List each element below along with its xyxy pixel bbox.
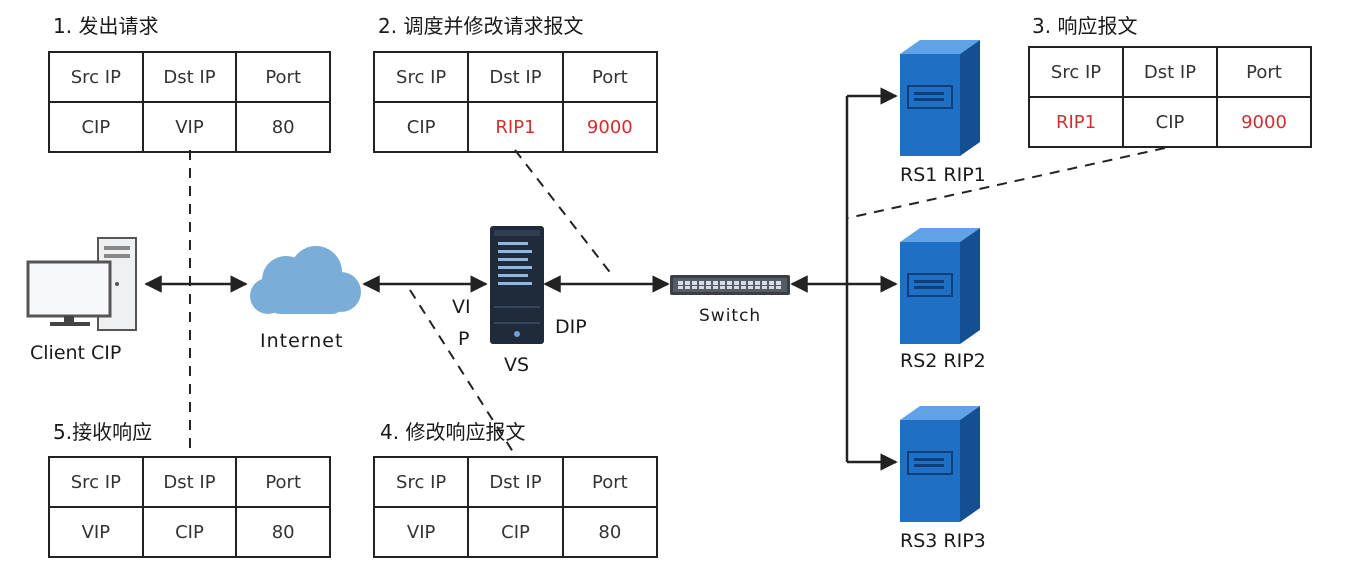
step5-packet-table: Src IP Dst IP Port VIP CIP 80 (48, 456, 331, 558)
step3-title: 3. 响应报文 (1032, 14, 1138, 38)
cell-port: 80 (561, 506, 659, 558)
table-row: CIP RIP1 9000 (372, 101, 659, 153)
cell-src-ip: VIP (372, 506, 470, 558)
cell-port: 9000 (1216, 96, 1312, 148)
leader-step2 (514, 149, 613, 276)
leader-step3 (847, 147, 1166, 219)
table-header-row: Src IP Dst IP Port (372, 456, 659, 508)
header-port: Port (1216, 46, 1312, 98)
client-computer-icon (26, 237, 137, 331)
cell-dst-ip: RIP1 (467, 101, 564, 153)
real-server-1-icon (900, 40, 980, 156)
table-row: VIP CIP 80 (372, 506, 659, 558)
real-server-3-icon (900, 406, 980, 522)
rs2-label: RS2 RIP2 (900, 350, 986, 372)
vs-label: VS (504, 354, 530, 376)
cell-dst-ip: VIP (141, 101, 238, 153)
cell-dst-ip: CIP (467, 506, 564, 558)
table-header-row: Src IP Dst IP Port (48, 51, 331, 103)
cell-src-ip: CIP (48, 101, 144, 153)
step4-title: 4. 修改响应报文 (380, 420, 526, 444)
cell-port: 80 (235, 506, 331, 558)
internet-label: Internet (260, 330, 344, 352)
leader-step4 (409, 289, 516, 456)
table-header-row: Src IP Dst IP Port (1028, 46, 1312, 98)
header-src-ip: Src IP (372, 51, 470, 103)
header-dst-ip: Dst IP (467, 456, 564, 508)
step2-title: 2. 调度并修改请求报文 (378, 14, 584, 38)
table-header-row: Src IP Dst IP Port (372, 51, 659, 103)
header-dst-ip: Dst IP (141, 51, 238, 103)
header-dst-ip: Dst IP (1122, 46, 1218, 98)
cell-src-ip: RIP1 (1028, 96, 1124, 148)
vip-label-line1: VI (452, 296, 471, 318)
header-port: Port (235, 456, 331, 508)
vip-label-line2: P (458, 328, 470, 350)
header-src-ip: Src IP (372, 456, 470, 508)
step4-packet-table: Src IP Dst IP Port VIP CIP 80 (372, 456, 659, 558)
header-port: Port (561, 456, 659, 508)
header-dst-ip: Dst IP (141, 456, 238, 508)
table-row: CIP VIP 80 (48, 101, 331, 153)
header-src-ip: Src IP (48, 51, 144, 103)
header-port: Port (235, 51, 331, 103)
header-dst-ip: Dst IP (467, 51, 564, 103)
step1-title: 1. 发出请求 (53, 14, 159, 38)
header-src-ip: Src IP (1028, 46, 1124, 98)
cell-port: 80 (235, 101, 331, 153)
cell-port: 9000 (561, 101, 659, 153)
switch-icon (670, 275, 790, 295)
cloud-icon (250, 246, 361, 314)
cell-src-ip: VIP (48, 506, 144, 558)
step3-packet-table: Src IP Dst IP Port RIP1 CIP 9000 (1028, 46, 1312, 148)
header-port: Port (561, 51, 659, 103)
rs3-label: RS3 RIP3 (900, 530, 986, 552)
switch-label: Switch (699, 306, 762, 326)
step5-title: 5.接收响应 (53, 420, 153, 444)
table-row: RIP1 CIP 9000 (1028, 96, 1312, 148)
director-server-icon (490, 226, 544, 344)
step1-packet-table: Src IP Dst IP Port CIP VIP 80 (48, 51, 331, 153)
cell-dst-ip: CIP (1122, 96, 1218, 148)
client-label: Client CIP (30, 342, 122, 364)
table-header-row: Src IP Dst IP Port (48, 456, 331, 508)
real-server-2-icon (900, 228, 980, 344)
rs1-label: RS1 RIP1 (900, 164, 986, 186)
cell-dst-ip: CIP (141, 506, 238, 558)
header-src-ip: Src IP (48, 456, 144, 508)
cell-src-ip: CIP (372, 101, 470, 153)
step2-packet-table: Src IP Dst IP Port CIP RIP1 9000 (372, 51, 659, 153)
table-row: VIP CIP 80 (48, 506, 331, 558)
dip-label: DIP (555, 316, 587, 338)
